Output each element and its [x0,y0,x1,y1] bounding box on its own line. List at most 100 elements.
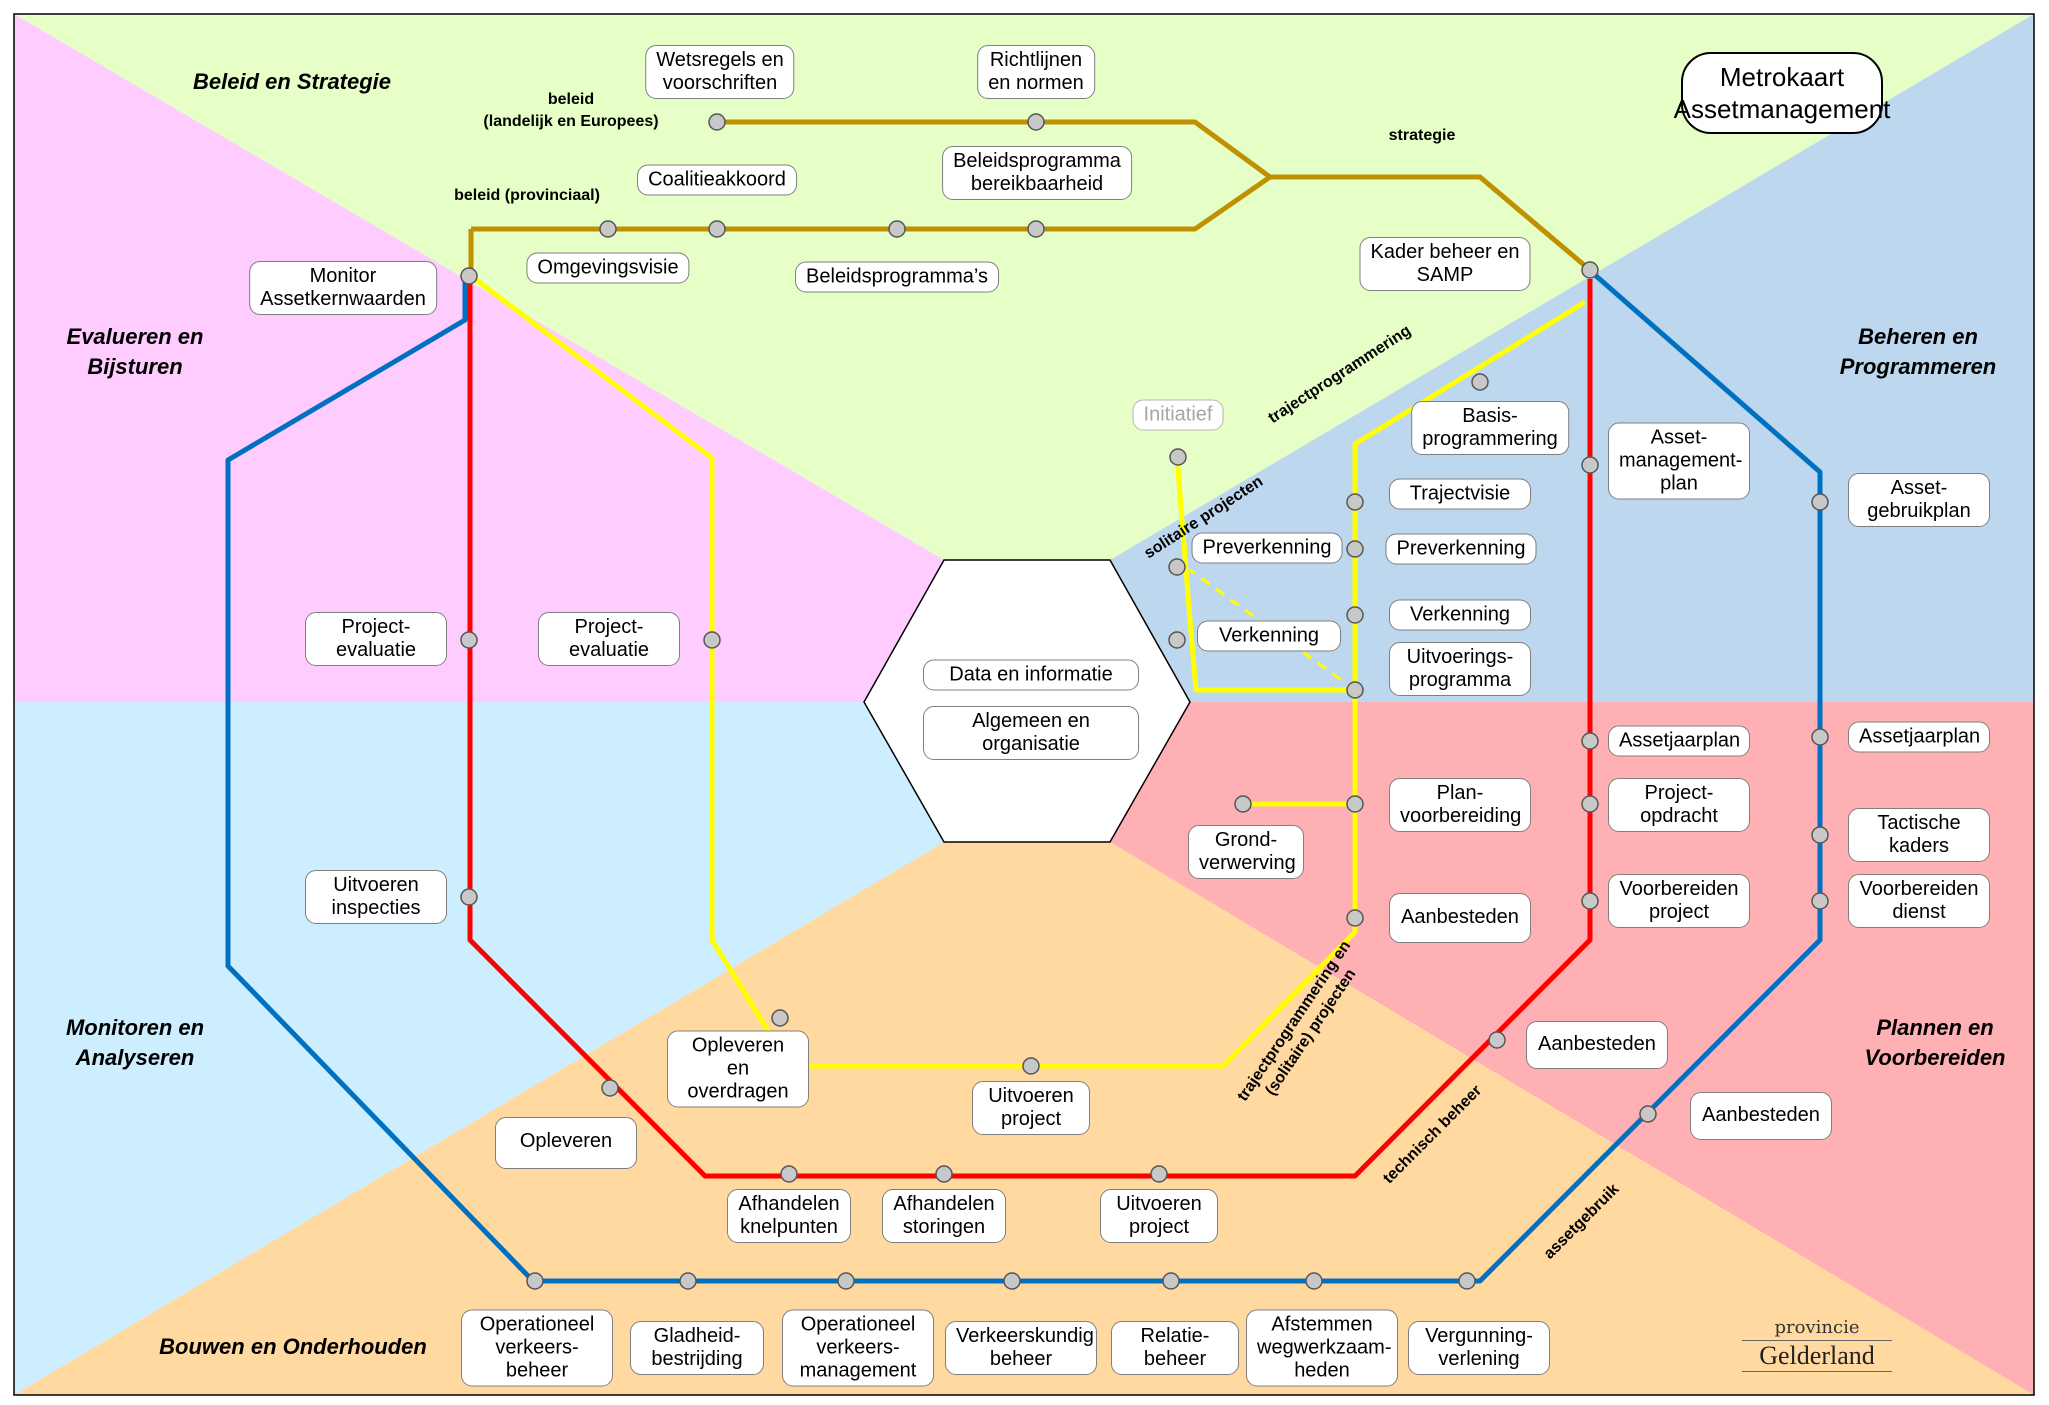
station-assetjaarplan-blue[interactable]: Assetjaarplan [1848,721,1990,753]
station-project-evaluatie-red[interactable]: Project- evaluatie [305,612,447,666]
station-dot [1346,795,1364,813]
station-dot [1027,220,1045,238]
station-wetsregels[interactable]: Wetsregels en voorschriften [645,45,795,99]
station-kader-beheer[interactable]: Kader beheer en SAMP [1359,237,1531,291]
station-verkenning-traject[interactable]: Verkenning [1389,599,1531,631]
station-dot [1162,1272,1180,1290]
station-relatiebeheer[interactable]: Relatie- beheer [1111,1321,1239,1375]
station-dot [1169,448,1187,466]
station-uitvoeren-project-yellow[interactable]: Uitvoeren project [972,1081,1090,1135]
station-dot [1581,456,1599,474]
zone-label-bouwen-onderhouden: Bouwen en Onderhouden [159,1334,427,1359]
station-dot [1581,732,1599,750]
station-dot [1150,1165,1168,1183]
logo-line-1: provincie [1774,1317,1860,1338]
station-operationeel-verkeersbeheer[interactable]: Operationeel verkeers- beheer [461,1309,613,1387]
station-dot [1581,261,1599,279]
station-projectopdracht[interactable]: Project- opdracht [1608,778,1750,832]
line-red-main [467,276,1593,1179]
station-dot [1346,493,1364,511]
station-uitvoeringsprogramma[interactable]: Uitvoerings- programma [1389,642,1531,696]
zone-right-upper [1110,14,2034,702]
line-yellow-solitair [1174,456,1355,693]
station-dot [837,1272,855,1290]
station-verkeerskundig-beheer[interactable]: Verkeerskundig beheer [945,1321,1097,1375]
station-beleidsprogramma-bereikbaarheid[interactable]: Beleidsprogramma bereikbaarheid [942,146,1132,200]
station-dot [1811,493,1829,511]
station-omgevingsvisie[interactable]: Omgevingsvisie [526,252,690,284]
station-dot [1003,1272,1021,1290]
station-assetmanagementplan[interactable]: Asset- management- plan [1608,422,1750,500]
line-label-beleid-provinciaal: beleid (provinciaal) [454,187,600,204]
station-assetgebruikplan[interactable]: Asset- gebruikplan [1848,473,1990,527]
station-operationeel-verkeersmanagement[interactable]: Operationeel verkeers- management [782,1309,934,1387]
station-dot [460,888,478,906]
station-dot [1168,558,1186,576]
zone-label-beheren-programmeren: Beheren en Programmeren [1839,324,1997,379]
station-initiatief[interactable]: Initiatief [1132,399,1224,431]
station-planvoorbereiding[interactable]: Plan- voorbereiding [1389,778,1531,832]
center-algemeen-organisatie[interactable]: Algemeen en organisatie [923,706,1139,760]
station-dot [1168,631,1186,649]
station-gladheidbestrijding[interactable]: Gladheid- bestrijding [630,1321,764,1375]
station-dot [1346,540,1364,558]
center-data-informatie[interactable]: Data en informatie [923,659,1139,691]
station-tactische-kaders[interactable]: Tactische kaders [1848,808,1990,862]
provincie-gelderland-logo: provincie Gelderland [1742,1317,1892,1372]
station-richtlijnen[interactable]: Richtlijnen en normen [977,45,1095,99]
line-yellow-main [469,274,1587,1069]
station-aanbesteden-blue[interactable]: Aanbesteden [1690,1092,1832,1140]
station-dot [1346,681,1364,699]
station-dot [1471,373,1489,391]
station-coalitieakkoord[interactable]: Coalitieakkoord [637,164,797,196]
station-dot [703,631,721,649]
zone-label-monitoren-analyseren: Monitoren en Analyseren [65,1015,205,1070]
station-beleidsprogrammas[interactable]: Beleidsprogramma’s [795,261,999,293]
station-dot [1811,728,1829,746]
station-dot [460,631,478,649]
station-opleveren[interactable]: Opleveren [495,1117,637,1169]
station-aanbesteden-red[interactable]: Aanbesteden [1526,1021,1668,1069]
station-grondverwerving[interactable]: Grond- verwerving [1188,825,1304,879]
station-dot [1581,795,1599,813]
zone-top [14,14,2034,560]
station-uitvoeren-inspecties[interactable]: Uitvoeren inspecties [305,870,447,924]
station-aanbesteden-yellow[interactable]: Aanbesteden [1389,893,1531,943]
center-hexagon [863,559,1191,843]
station-dot [708,220,726,238]
line-label-strategie: strategie [1388,127,1456,144]
station-afhandelen-knelpunten[interactable]: Afhandelen knelpunten [727,1189,851,1243]
station-dot [771,1009,789,1027]
station-preverkenning-solitair[interactable]: Preverkenning [1191,532,1343,564]
station-assetjaarplan-red[interactable]: Assetjaarplan [1608,725,1750,757]
station-preverkenning-traject[interactable]: Preverkenning [1385,533,1537,565]
station-monitor-assetkernwaarden[interactable]: Monitor Assetkernwaarden [249,261,437,315]
zone-label-evalueren-bijsturen: Evalueren en Bijsturen [66,324,204,379]
station-dot [935,1165,953,1183]
line-label-beleid-landelijk: beleid (landelijk en Europees) [483,91,659,130]
station-afhandelen-storingen[interactable]: Afhandelen storingen [882,1189,1006,1243]
zone-label-plannen-voorbereiden: Plannen en Voorbereiden [1864,1015,2006,1070]
station-opleveren-overdragen[interactable]: Opleveren en overdragen [667,1030,809,1108]
zone-label-beleid-strategie: Beleid en Strategie [192,69,392,94]
station-dot [1458,1272,1476,1290]
station-voorbereiden-dienst[interactable]: Voorbereiden dienst [1848,874,1990,928]
station-vergunningverlening[interactable]: Vergunning- verlening [1408,1321,1550,1375]
map-title: Metrokaart Assetmanagement [1674,52,1890,134]
station-project-evaluatie-yellow[interactable]: Project- evaluatie [538,612,680,666]
station-dot [1022,1057,1040,1075]
station-afstemmen-wegwerkzaamheden[interactable]: Afstemmen wegwerkzaam- heden [1246,1309,1398,1387]
logo-line-2: Gelderland [1742,1340,1892,1372]
station-dot [780,1165,798,1183]
station-dot [460,267,478,285]
station-trajectvisie[interactable]: Trajectvisie [1389,478,1531,510]
station-dot [599,220,617,238]
station-dot [1234,795,1252,813]
station-uitvoeren-project-red[interactable]: Uitvoeren project [1100,1189,1218,1243]
station-voorbereiden-project[interactable]: Voorbereiden project [1608,874,1750,928]
station-verkenning-solitair[interactable]: Verkenning [1197,620,1341,652]
station-basisprogrammering[interactable]: Basis- programmering [1411,401,1569,455]
station-dot [1346,909,1364,927]
